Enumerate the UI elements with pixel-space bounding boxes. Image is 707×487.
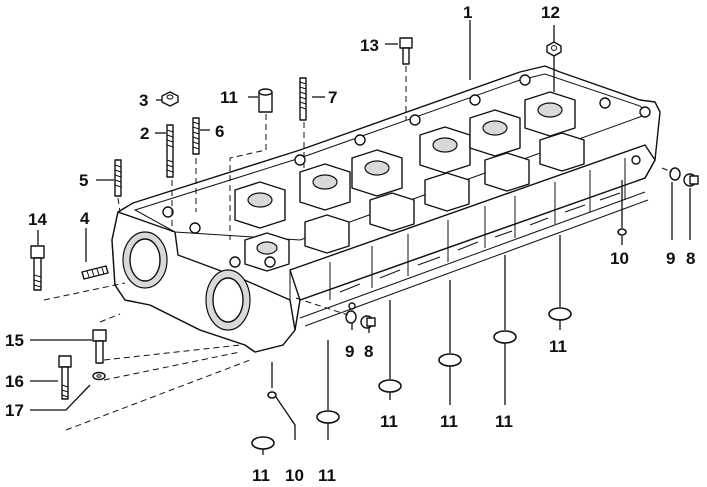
callout-1: 1	[463, 3, 472, 22]
callout-10-right: 10	[610, 249, 629, 268]
callout-8-right: 8	[686, 249, 695, 268]
part-8-plug-front	[360, 315, 376, 329]
callout-8-front: 8	[364, 342, 373, 361]
part-17-bolt	[58, 355, 72, 400]
part-7-stud	[299, 77, 307, 121]
callout-12: 11	[220, 88, 238, 107]
callout-11-c: 11	[318, 466, 336, 485]
side-wall-ribs	[329, 158, 626, 300]
callout-16: 15	[5, 331, 24, 350]
callout-2: 2	[140, 124, 149, 143]
part-15-bolt	[30, 245, 45, 291]
callout-11-e: 11	[440, 412, 458, 431]
callout-11-d: 11	[380, 412, 398, 431]
part-9-washer-right	[669, 167, 681, 181]
part-10-ring-front	[267, 391, 277, 399]
part-4-stud	[81, 265, 109, 280]
callout-4: 4	[80, 209, 90, 228]
callout-6: 6	[215, 122, 224, 141]
callout-11-f: 11	[495, 412, 513, 431]
leader-lines	[30, 20, 691, 455]
callout-17: 16	[5, 372, 24, 391]
callout-10-front: 10	[285, 466, 304, 485]
part-9-washer-front	[345, 310, 357, 324]
deck-bolt-heads	[162, 74, 651, 268]
callout-9-right: 9	[666, 249, 675, 268]
cylinder-head	[111, 65, 661, 353]
part-5-stud	[114, 159, 122, 197]
part-14-bolt	[399, 37, 413, 65]
callout-13: 12	[541, 3, 560, 22]
part-13-nut	[546, 41, 562, 57]
part-11-o-rings	[251, 307, 572, 450]
part-2-stud	[166, 124, 174, 178]
part-3-nut	[161, 91, 179, 107]
part-18-washer	[92, 371, 106, 381]
part-16-bolt	[92, 329, 107, 364]
callout-3: 3	[139, 91, 148, 110]
callout-11-b: 11	[252, 466, 270, 485]
callout-14: 13	[360, 36, 379, 55]
callout-11-a: 11	[549, 337, 567, 356]
part-12-sleeve	[258, 88, 273, 113]
valve-bosses	[234, 91, 585, 272]
part-10-ring-right	[617, 228, 627, 236]
callout-5: 5	[79, 171, 88, 190]
callout-labels: 1 2 3 4 5 6 7 8 8 9 9 10 10 11 11 11 11 …	[5, 3, 695, 485]
callout-15: 14	[28, 210, 47, 229]
part-8-plug-right	[683, 173, 699, 187]
callout-9-front: 9	[345, 342, 354, 361]
callout-18: 17	[5, 401, 24, 420]
callout-7: 7	[328, 88, 337, 107]
part-6-stud	[192, 117, 200, 155]
